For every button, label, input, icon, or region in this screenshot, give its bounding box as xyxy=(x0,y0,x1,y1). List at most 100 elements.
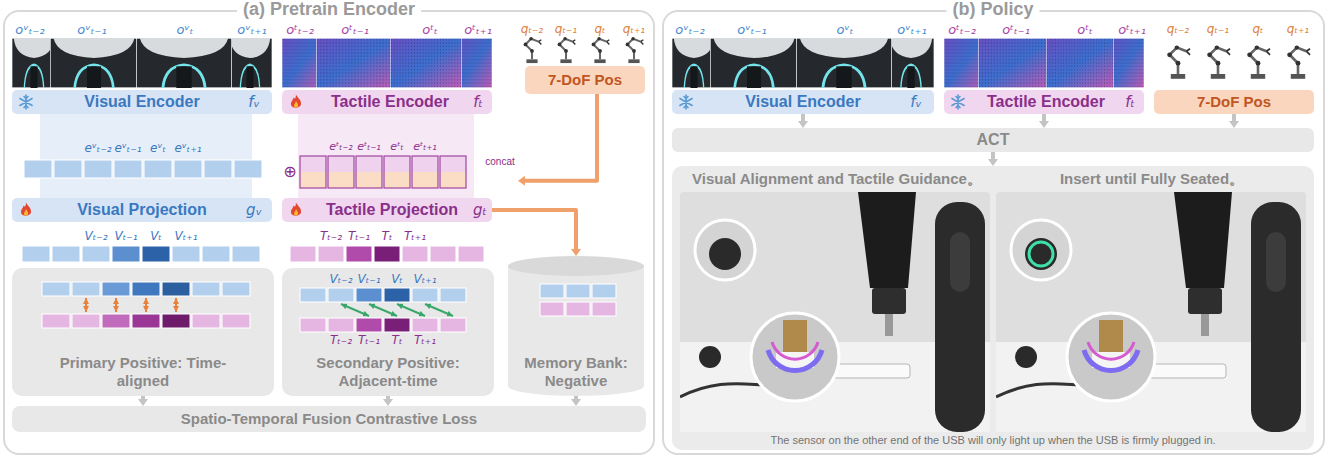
node-text: ⊕ xyxy=(283,162,296,181)
tactile-frame xyxy=(978,38,1052,88)
visual-frame xyxy=(50,38,138,88)
tactile-embedding-cell xyxy=(384,156,410,188)
primary-pair-cell xyxy=(162,282,190,296)
subscript-label: Tₜ₋₂ xyxy=(330,334,352,347)
visual-embedding-cell xyxy=(234,160,262,178)
demo-photo xyxy=(1011,220,1071,280)
node-text: Visual Alignment and Tactile Guidance。 xyxy=(692,170,982,188)
trainable-icon xyxy=(291,203,301,216)
primary-pair-cell xyxy=(42,314,70,328)
input-box: 7-DoF Pos xyxy=(1154,90,1314,114)
subscript-label: Tₜ₋₁ xyxy=(358,334,380,347)
primary-pair-cell xyxy=(102,282,130,296)
subscript-label: Tₜ xyxy=(382,230,393,243)
tactile-embedding-cell xyxy=(356,156,382,188)
subscript-label: oᵛₜ₊₁ xyxy=(897,23,926,37)
demo-photo xyxy=(709,238,741,270)
projection-band: Tactile Projectiongₜ xyxy=(282,198,492,222)
subscript-label: qₜ xyxy=(594,23,605,36)
tactile-embedding-cell xyxy=(328,156,354,172)
flow-arrow xyxy=(574,396,578,399)
subscript-label: Vₜ₋₁ xyxy=(115,230,138,243)
tactile-embedding-cell xyxy=(412,172,438,188)
primary-pair-cell xyxy=(42,282,70,296)
secondary-pair-cell xyxy=(384,318,410,332)
secondary-pair-cell xyxy=(300,288,326,302)
positive-pair-arrow xyxy=(145,298,147,312)
subscript-label: oᵗₜ₋₂ xyxy=(948,23,976,37)
node-text: gₜ xyxy=(473,201,487,219)
node-text: concat xyxy=(485,156,514,168)
node-text: eᵛₜ₋₁ xyxy=(114,141,141,155)
tactile-embedding-cell xyxy=(300,156,466,188)
frozen-icon xyxy=(20,95,32,109)
adjacent-pair-arrow xyxy=(341,304,453,316)
robot-pose-icon xyxy=(1247,45,1270,78)
loss-bar: Spatio-Temporal Fusion Contrastive Loss xyxy=(12,406,646,432)
node-text: Tactile Encoder xyxy=(331,92,449,111)
memory-bank-cylinder xyxy=(508,256,644,276)
tactile-embedding-cell xyxy=(384,172,410,188)
node-text: 7-DoF Pos xyxy=(548,71,622,89)
contrast-box: Primary Positive: Time-aligned xyxy=(12,268,274,396)
positive-pair-arrow xyxy=(115,298,117,312)
subscript-label: Vₜ₋₂ xyxy=(85,230,108,243)
subscript-label: oᵗₜ₊₁ xyxy=(464,23,492,37)
tactile-frame xyxy=(1046,38,1114,88)
demo-photo xyxy=(1029,242,1053,266)
subscript-label: oᵗₜ xyxy=(1077,23,1093,37)
tactile-frame xyxy=(282,38,322,88)
tactile-embedding-cell xyxy=(440,156,466,188)
visual-frame xyxy=(672,38,716,88)
panel: (b) PolicyVisual EncoderfᵥTactile Encode… xyxy=(662,10,1325,455)
node-text: eᵗₜ₊₁ xyxy=(413,140,436,153)
secondary-pair-cell xyxy=(356,288,382,302)
subscript-label: Tₜ₋₂ xyxy=(320,230,342,243)
demo-photo xyxy=(695,220,755,280)
visual-embedding-cell xyxy=(24,160,52,178)
subscript-label: qₜ₋₂ xyxy=(521,23,543,36)
node-text: eᵗₜ xyxy=(390,140,403,153)
visual-projection-cell xyxy=(172,246,200,262)
visual-frame xyxy=(12,38,934,88)
subscript-label: oᵗₜ₋₁ xyxy=(1002,23,1030,37)
secondary-pair-cell xyxy=(412,318,438,332)
tactile-embedding-cell xyxy=(300,156,326,172)
visual-embedding-cell xyxy=(114,160,142,178)
tactile-projection-cell xyxy=(318,246,344,262)
visual-embedding-cell xyxy=(174,160,202,178)
visual-frame xyxy=(228,38,272,88)
embedding-row: ⊕eᵗₜ₋₂eᵗₜ₋₁eᵗₜeᵗₜ₊₁concat xyxy=(282,136,518,192)
robot-pose-icon xyxy=(1207,45,1230,78)
subscript-label: qₜ₋₁ xyxy=(555,23,577,36)
tactile-embedding-cell xyxy=(440,172,466,188)
tactile-embedding-cell xyxy=(384,156,410,172)
adjacent-pair-arrow xyxy=(369,304,397,316)
robot-pose-icon xyxy=(1167,45,1190,78)
node-text: ACT xyxy=(977,130,1010,149)
primary-pair-cell xyxy=(222,314,250,328)
tactile-embedding-cell xyxy=(440,156,466,172)
memory-bank-cylinder xyxy=(540,284,616,316)
subscript-label: oᵛₜ₋₂ xyxy=(675,23,704,37)
tactile-embedding-cell xyxy=(412,156,438,172)
contrast-box: Secondary Positive: Adjacent-time xyxy=(282,268,494,396)
encoder-band: Visual Encoderfᵥ xyxy=(12,90,272,114)
tactile-embedding-cell xyxy=(300,156,326,188)
subscript-label: oᵗₜ₋₂ xyxy=(286,23,314,37)
flow-arrow xyxy=(1232,114,1236,121)
tactile-frame xyxy=(390,38,462,88)
subscript-label: oᵛₜ₊₁ xyxy=(237,23,266,37)
node-text: eᵛₜ xyxy=(150,141,166,155)
encoder-band: Tactile Encoderfₜ xyxy=(282,90,492,114)
demo-photo xyxy=(680,192,1306,432)
subscript-label: Tₜ₊₁ xyxy=(414,334,436,347)
secondary-pair-cell xyxy=(300,288,466,332)
visual-projection-cell xyxy=(22,246,260,262)
positive-pair-arrow xyxy=(175,298,177,312)
tactile-projection-cell xyxy=(458,246,484,262)
encoder-band: Visual Encoderfᵥ xyxy=(672,90,934,114)
tactile-embedding-cell xyxy=(300,172,466,188)
